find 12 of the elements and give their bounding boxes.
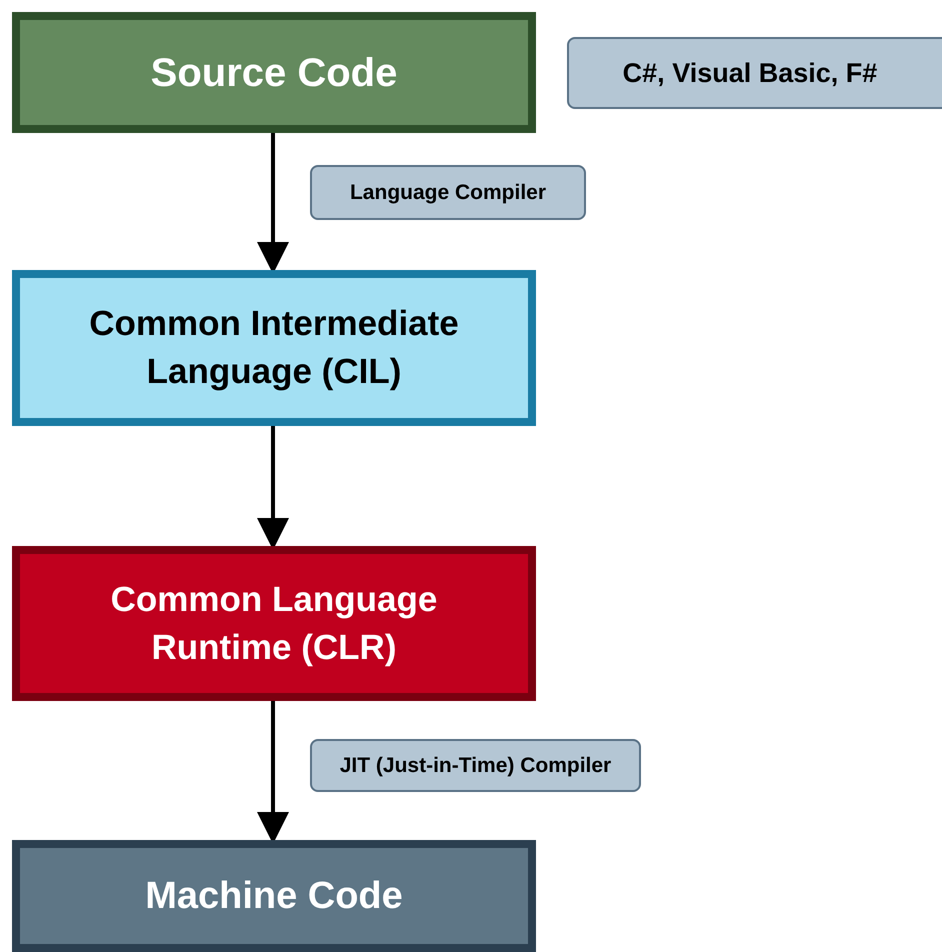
process-box (12, 270, 536, 426)
process-box (12, 546, 536, 701)
node-text: Machine Code (144, 874, 404, 918)
node-text: Common Intermediate Language (CIL) (88, 303, 460, 393)
node-text: C#, Visual Basic, F# (622, 56, 878, 90)
note-box (567, 37, 942, 109)
process-box (12, 12, 536, 133)
process-box (12, 840, 536, 952)
node-text: Source Code (150, 50, 398, 96)
edge-label: Language Compiler (310, 165, 586, 220)
node-text: Common Language Runtime (CLR) (110, 578, 438, 668)
edge-label: JIT (Just-in-Time) Compiler (310, 739, 641, 792)
